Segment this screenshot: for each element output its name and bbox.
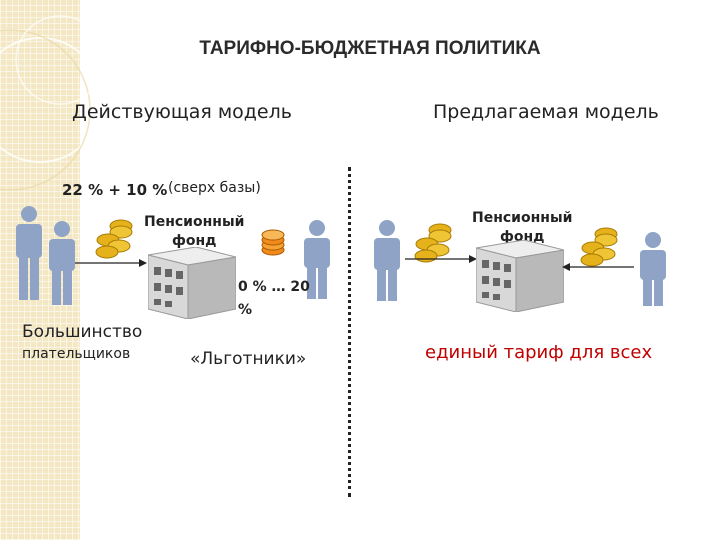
payer-person-icon <box>49 221 75 305</box>
preferential-rate-line2: % <box>238 302 253 318</box>
model-divider <box>348 167 351 497</box>
small-coins-icon <box>261 229 285 256</box>
coins-icon <box>580 227 618 267</box>
coins-icon <box>414 223 452 263</box>
current-tariff: 22 % + 10 % <box>62 181 168 199</box>
pension-fund-building-icon <box>148 247 236 319</box>
tariff-note: (сверх базы) <box>168 180 261 196</box>
arrow-left-icon <box>562 263 634 271</box>
single-tariff-label: единый тариф для всех <box>425 342 653 363</box>
decorative-circles <box>0 15 105 191</box>
current-model-heading: Действующая модель <box>72 101 292 123</box>
payer-person-icon <box>374 220 400 301</box>
preferential-person-icon <box>304 220 330 299</box>
preferential-label: «Льготники» <box>190 349 307 369</box>
payer-person-icon <box>640 232 666 306</box>
coins-icon <box>95 219 133 259</box>
payers-label: плательщиков <box>22 346 131 362</box>
arrow-right-icon <box>405 255 477 263</box>
slide-title: ТАРИФНО-БЮДЖЕТНАЯ ПОЛИТИКА <box>199 38 541 59</box>
proposed-model-heading: Предлагаемая модель <box>433 101 659 123</box>
payer-person-icon <box>16 206 42 300</box>
preferential-rate-line1: 0 % … 20 <box>238 279 310 295</box>
pension-fund-label: Пенсионный фонд <box>472 210 573 245</box>
arrow-right-icon <box>75 259 147 267</box>
majority-label: Большинство <box>22 322 143 342</box>
pension-fund-label: Пенсионный фонд <box>144 214 245 249</box>
pension-fund-building-icon <box>476 240 564 312</box>
